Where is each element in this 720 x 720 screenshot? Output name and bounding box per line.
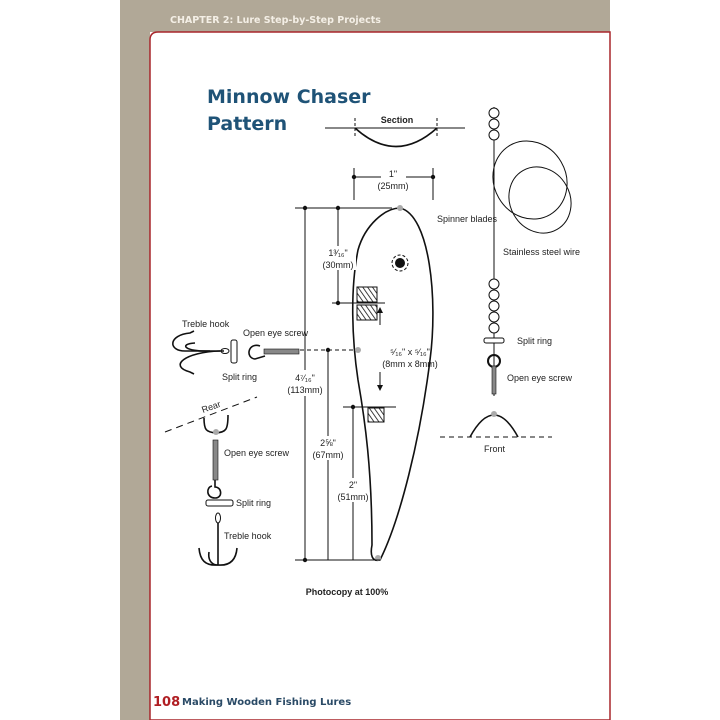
treble-hook-icon xyxy=(198,512,238,566)
mid-length-inches: 2⅝" xyxy=(320,438,336,448)
page-number: 108 xyxy=(153,695,180,710)
split-ring-side-label: Split ring xyxy=(222,372,257,382)
spinner-blade xyxy=(508,166,572,234)
weight-slot xyxy=(367,407,385,423)
treble-hook-icon xyxy=(172,330,230,375)
eye-screw-front-label: Open eye screw xyxy=(507,373,573,383)
low-length-mm: (51mm) xyxy=(338,492,369,502)
width-mm: (25mm) xyxy=(378,181,409,191)
page-title-line1: Minnow Chaser xyxy=(207,86,371,108)
low-length-inches: 2" xyxy=(349,480,357,490)
eye-position-inches: 1³⁄₁₆" xyxy=(328,248,347,258)
split-ring-icon xyxy=(230,339,238,364)
book-title: Making Wooden Fishing Lures xyxy=(182,697,351,708)
mid-length-mm: (67mm) xyxy=(313,450,344,460)
header-band xyxy=(120,0,610,32)
length-dimensions: 4⁷⁄₁₆" (113mm) 1³⁄₁₆" (30mm) 2⅝" (67mm) … xyxy=(284,205,396,563)
page-title-line2: Pattern xyxy=(207,113,287,135)
spinner-assembly: Spinner blades Stainless steel wire Spli… xyxy=(437,107,580,454)
total-length-mm: (113mm) xyxy=(287,385,322,395)
width-dimension: 1" (25mm) xyxy=(351,168,436,200)
section-label: Section xyxy=(381,115,414,125)
section-view: Section xyxy=(325,115,465,148)
side-band xyxy=(120,0,150,720)
total-length-inches: 4⁷⁄₁₆" xyxy=(295,373,315,383)
treble-hook-side-label: Treble hook xyxy=(182,319,230,329)
eye-target-icon xyxy=(391,254,409,272)
side-hook-assembly: Treble hook Open eye screw Split ring xyxy=(172,319,309,382)
eye-screw-icon xyxy=(248,344,300,360)
stainless-wire-label: Stainless steel wire xyxy=(503,247,580,257)
rear-hook-assembly: Rear Open eye screw Split ring Treble ho… xyxy=(164,396,290,566)
photocopy-note: Photocopy at 100% xyxy=(306,587,389,597)
front-label: Front xyxy=(484,444,506,454)
split-ring-rear-label: Split ring xyxy=(236,498,271,508)
width-inches: 1" xyxy=(389,169,397,179)
treble-hook-rear-label: Treble hook xyxy=(224,531,272,541)
front-eye-point xyxy=(397,205,403,211)
spinner-blade xyxy=(492,140,568,220)
weight-slot xyxy=(356,304,378,321)
eye-screw-icon xyxy=(212,439,219,481)
eye-position-mm: (30mm) xyxy=(323,260,354,270)
split-ring-icon xyxy=(483,337,505,344)
split-ring-front-label: Split ring xyxy=(517,336,552,346)
split-ring-icon xyxy=(205,499,234,507)
weight-size-inches: ⁵⁄₁₆" x ⁵⁄₁₆" xyxy=(390,347,430,357)
spinner-blades-label: Spinner blades xyxy=(437,214,498,224)
eye-screw-rear-label: Open eye screw xyxy=(224,448,290,458)
eye-screw-side-label: Open eye screw xyxy=(243,328,309,338)
weight-slot xyxy=(356,286,378,303)
chapter-header: CHAPTER 2: Lure Step-by-Step Projects xyxy=(170,15,381,26)
weight-size-mm: (8mm x 8mm) xyxy=(382,359,438,369)
